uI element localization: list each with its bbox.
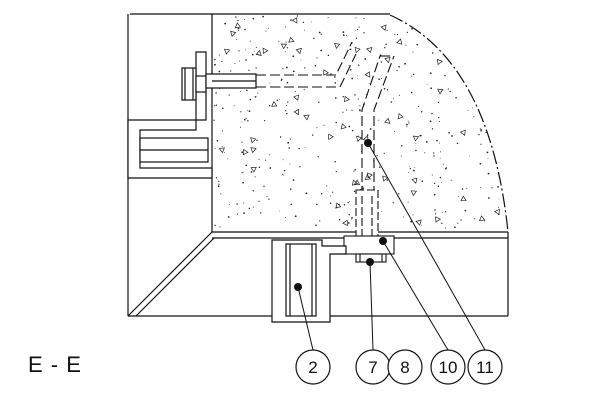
svg-text:8: 8 [400, 358, 409, 377]
leader-lines [297, 142, 486, 351]
svg-text:10: 10 [439, 358, 458, 377]
side-clamp [127, 51, 213, 179]
concrete-block [212, 14, 509, 233]
section-label: E - E [28, 352, 82, 377]
svg-text:11: 11 [476, 358, 494, 377]
callout-7: 7 [355, 349, 391, 385]
callout-2: 2 [295, 349, 331, 385]
top-anchor-bar [256, 41, 357, 88]
callout-11: 11 [467, 349, 503, 385]
callout-10: 10 [430, 349, 466, 385]
vertical-anchor-bar [361, 55, 395, 196]
bottom-channel [271, 239, 347, 323]
svg-text:7: 7 [368, 358, 377, 377]
concrete-texture [213, 15, 508, 229]
callout-8: 8 [387, 349, 423, 385]
top-bolt [181, 67, 257, 101]
svg-text:2: 2 [308, 358, 317, 377]
